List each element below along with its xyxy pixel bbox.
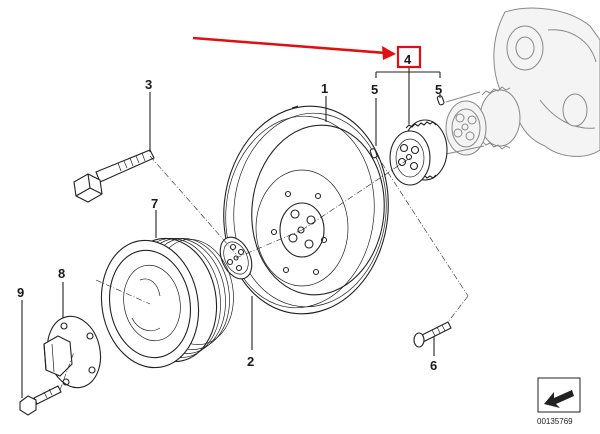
callout-5-right: 5 xyxy=(435,82,442,97)
assembly-axis-lines xyxy=(59,153,469,391)
leader-lines xyxy=(21,66,441,398)
hub-flange xyxy=(43,315,102,389)
callout-6: 6 xyxy=(430,358,437,373)
diagram-code: 00135769 xyxy=(537,417,573,426)
highlight-box xyxy=(396,45,422,69)
callout-5-left: 5 xyxy=(371,82,378,97)
callout-3: 3 xyxy=(145,77,152,92)
flywheel-bolt xyxy=(413,321,452,348)
callout-4: 4 xyxy=(404,52,412,67)
callout-9: 9 xyxy=(17,285,24,300)
dowel-pin-left xyxy=(369,148,378,159)
dowel-pin-right xyxy=(436,95,445,106)
diagram-stamp: 00135769 xyxy=(537,377,581,426)
callout-2: 2 xyxy=(247,354,254,369)
highlight-arrow xyxy=(192,36,396,60)
central-bolt xyxy=(73,149,155,203)
callout-7: 7 xyxy=(151,196,158,211)
crankshaft xyxy=(445,7,600,157)
vibration-damper-pulley xyxy=(100,237,234,369)
hub-bolt xyxy=(19,385,62,416)
flywheel xyxy=(223,105,389,315)
callout-8: 8 xyxy=(58,266,65,281)
crankshaft-gear-hub xyxy=(389,119,448,186)
direction-arrow-icon xyxy=(544,390,574,408)
callout-1: 1 xyxy=(321,81,328,96)
